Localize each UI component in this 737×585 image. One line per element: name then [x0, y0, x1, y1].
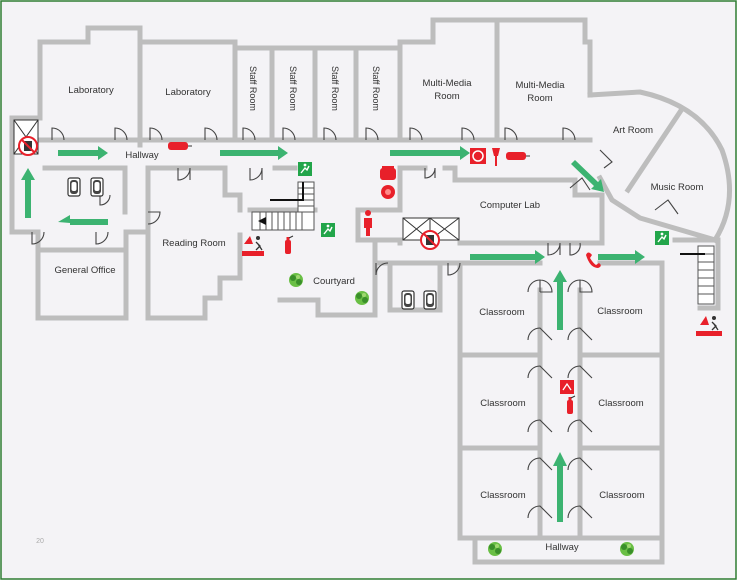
toilet-icon: [423, 290, 437, 310]
person-icon: [364, 210, 372, 236]
room-label-hallway-top: Hallway: [125, 150, 159, 161]
plant-icon: [355, 291, 369, 305]
stairs-icon: [680, 245, 715, 305]
room-label-classroom-5: Classroom: [480, 490, 525, 501]
room-label-classroom-3: Classroom: [480, 398, 525, 409]
fire-exit-icon: [696, 316, 722, 336]
page-number: 20: [36, 538, 44, 545]
evacuation-arrow-icon: [553, 270, 567, 330]
exit-sign-icon: [297, 161, 313, 177]
evacuation-arrow-icon: [58, 146, 108, 160]
room-label-classroom-4: Classroom: [598, 398, 643, 409]
room-label-multimedia-1-room: Room: [434, 91, 459, 102]
evacuation-arrow-icon: [598, 250, 645, 264]
evacuation-arrow-icon: [571, 160, 604, 192]
doors: [31, 127, 679, 519]
room-label-multimedia-1: Multi-Media: [422, 78, 472, 89]
toilet-icon: [67, 177, 81, 197]
emergency-phone-icon: [586, 252, 601, 268]
room-label-multimedia-2-room: Room: [527, 93, 552, 104]
evacuation-arrow-icon: [21, 168, 35, 218]
fire-alarm-icon: [381, 185, 395, 199]
room-label-hallway-bottom: Hallway: [545, 542, 579, 553]
evacuation-arrow-icon: [58, 215, 108, 225]
toilet-icon: [401, 290, 415, 310]
emergency-phone-icon: [380, 166, 396, 180]
room-labels: Laboratory Laboratory Staff Room Staff R…: [36, 66, 703, 553]
stairs-icon: [251, 181, 315, 231]
room-label-classroom-6: Classroom: [599, 490, 644, 501]
fire-hose-icon: [470, 148, 486, 164]
walls: [9, 17, 733, 565]
no-elevator-in-fire-icon: [18, 136, 38, 156]
room-label-staff-room-1: Staff Room: [248, 66, 258, 111]
plant-icon: [620, 542, 634, 556]
exit-sign-icon: [560, 380, 574, 394]
fire-extinguisher-icon: [168, 142, 192, 150]
room-label-reading-room: Reading Room: [162, 238, 225, 249]
room-label-classroom-2: Classroom: [597, 306, 642, 317]
room-label-multimedia-2: Multi-Media: [515, 80, 565, 91]
plant-icon: [289, 273, 303, 287]
room-label-staff-room-4: Staff Room: [371, 66, 381, 111]
room-label-computer-lab: Computer Lab: [480, 200, 540, 211]
room-label-courtyard: Courtyard: [313, 276, 355, 287]
exit-sign-icon: [320, 222, 336, 238]
room-label-staff-room-2: Staff Room: [288, 66, 298, 111]
room-label-art-room: Art Room: [613, 125, 653, 136]
exit-sign-icon: [654, 230, 670, 246]
evacuation-arrows: [21, 146, 645, 522]
fire-axe-icon: [492, 148, 500, 166]
evacuation-arrow-icon: [470, 250, 545, 264]
room-label-classroom-1: Classroom: [479, 307, 524, 318]
plant-icon: [488, 542, 502, 556]
fire-extinguisher-icon: [506, 152, 530, 160]
evacuation-arrow-icon: [220, 146, 288, 160]
fire-exit-icon: [242, 236, 264, 256]
evacuation-arrow-icon: [553, 452, 567, 522]
evacuation-arrow-icon: [390, 146, 470, 160]
toilet-icon: [90, 177, 104, 197]
room-label-general-office: General Office: [54, 265, 115, 276]
room-label-laboratory-1: Laboratory: [68, 85, 114, 96]
room-label-staff-room-3: Staff Room: [330, 66, 340, 111]
room-label-music-room: Music Room: [651, 182, 704, 193]
elevator-center: [402, 217, 460, 241]
no-elevator-in-fire-icon: [420, 230, 440, 250]
room-label-laboratory-2: Laboratory: [165, 87, 211, 98]
